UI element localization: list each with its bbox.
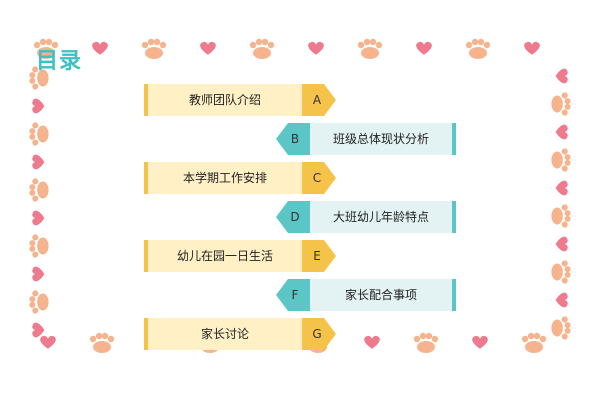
toc-item-letter: F bbox=[291, 288, 299, 302]
toc-item-f[interactable]: F 家长配合事项 bbox=[276, 279, 456, 311]
heart-icon bbox=[472, 335, 488, 349]
arrow-tab-icon bbox=[276, 279, 310, 311]
paw-print-icon bbox=[413, 332, 439, 353]
paw-print-icon bbox=[29, 178, 49, 202]
arrow-tab-icon bbox=[276, 201, 310, 233]
toc-item-label: 家长讨论 bbox=[144, 318, 302, 350]
paw-print-icon bbox=[89, 332, 115, 353]
heart-icon bbox=[555, 124, 568, 140]
heart-icon bbox=[555, 236, 568, 252]
paw-print-icon bbox=[551, 92, 571, 116]
heart-icon bbox=[555, 292, 568, 308]
arrow-tab-icon bbox=[302, 162, 336, 194]
toc-item-label: 教师团队介绍 bbox=[144, 84, 302, 116]
paw-print-icon bbox=[551, 204, 571, 228]
toc-item-letter: B bbox=[290, 132, 300, 146]
toc-item-d[interactable]: D 大班幼儿年龄特点 bbox=[276, 201, 456, 233]
heart-icon bbox=[200, 41, 216, 55]
toc-item-letter: C bbox=[312, 171, 322, 185]
toc-item-label: 家长配合事项 bbox=[310, 279, 456, 311]
toc-item-b[interactable]: B 班级总体现状分析 bbox=[276, 123, 456, 155]
paw-print-icon bbox=[465, 38, 491, 59]
paw-print-icon bbox=[551, 260, 571, 284]
heart-icon bbox=[32, 154, 45, 170]
toc-item-letter: D bbox=[290, 210, 300, 224]
heart-icon bbox=[416, 41, 432, 55]
toc-item-c[interactable]: 本学期工作安排 C bbox=[144, 162, 336, 194]
heart-icon bbox=[40, 335, 56, 349]
paw-print-icon bbox=[357, 38, 383, 59]
paw-print-icon bbox=[141, 38, 167, 59]
heart-icon bbox=[92, 41, 108, 55]
toc-item-letter: E bbox=[313, 249, 321, 263]
toc-item-g[interactable]: 家长讨论 G bbox=[144, 318, 336, 350]
paw-print-icon bbox=[521, 332, 547, 353]
paw-print-icon bbox=[551, 148, 571, 172]
paw-print-icon bbox=[29, 234, 49, 258]
arrow-tab-icon bbox=[276, 123, 310, 155]
toc-item-letter: A bbox=[312, 93, 322, 107]
heart-icon bbox=[364, 335, 380, 349]
toc-item-label: 本学期工作安排 bbox=[144, 162, 302, 194]
toc-item-label: 班级总体现状分析 bbox=[310, 123, 456, 155]
paw-print-icon bbox=[551, 316, 571, 340]
heart-icon bbox=[555, 180, 568, 196]
heart-icon bbox=[308, 41, 324, 55]
heart-icon bbox=[555, 68, 568, 84]
toc-item-a[interactable]: 教师团队介绍 A bbox=[144, 84, 336, 116]
paw-print-icon bbox=[29, 66, 49, 90]
toc-item-label: 幼儿在园一日生活 bbox=[144, 240, 302, 272]
heart-icon bbox=[32, 322, 45, 338]
paw-print-icon bbox=[29, 290, 49, 314]
arrow-tab-icon bbox=[302, 84, 336, 116]
toc-title: 目录 bbox=[36, 49, 83, 74]
paw-print-icon bbox=[29, 122, 49, 146]
heart-icon bbox=[32, 210, 45, 226]
toc-item-letter: G bbox=[312, 327, 322, 341]
paw-print-icon bbox=[33, 38, 59, 59]
toc-item-e[interactable]: 幼儿在园一日生活 E bbox=[144, 240, 336, 272]
heart-icon bbox=[524, 41, 540, 55]
arrow-tab-icon bbox=[302, 240, 336, 272]
heart-icon bbox=[32, 266, 45, 282]
heart-icon bbox=[32, 98, 45, 114]
arrow-tab-icon bbox=[302, 318, 336, 350]
toc-item-label: 大班幼儿年龄特点 bbox=[310, 201, 456, 233]
paw-print-icon bbox=[249, 38, 275, 59]
